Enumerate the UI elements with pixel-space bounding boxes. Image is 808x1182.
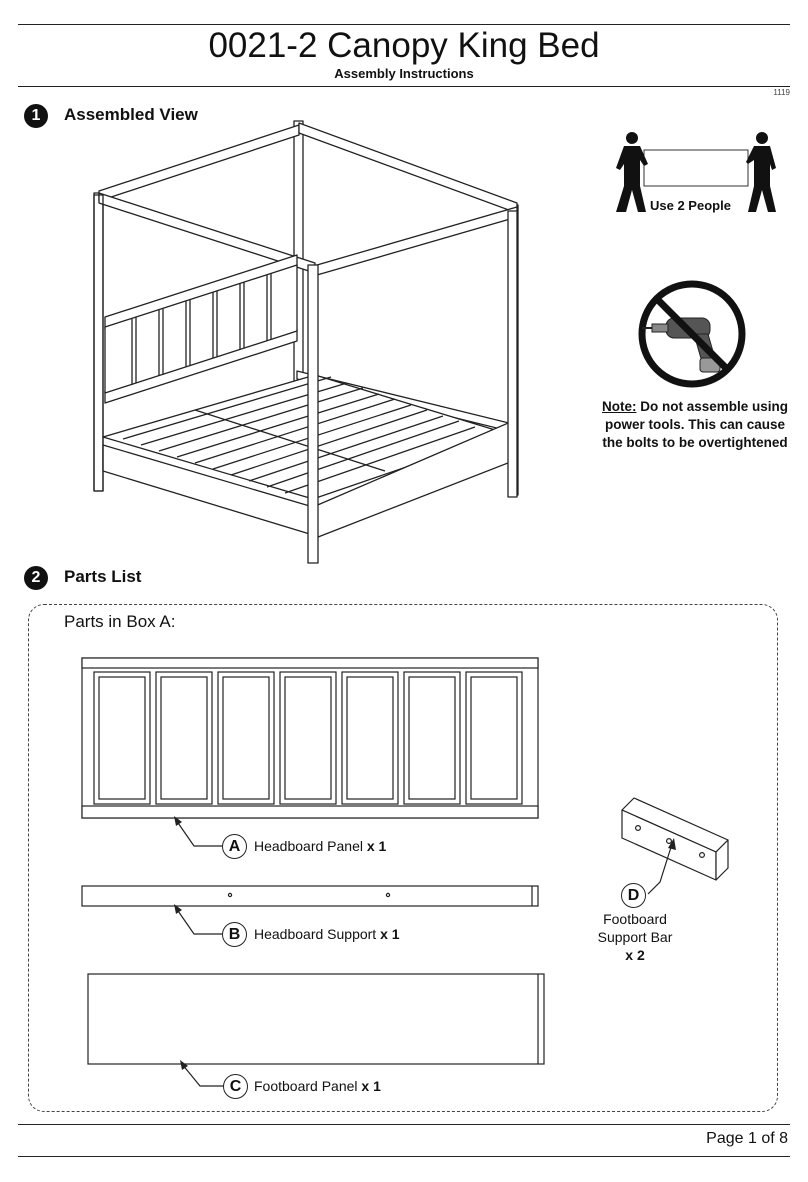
- note-text: Do not assemble using power tools. This …: [602, 399, 789, 450]
- part-c-name: Footboard Panel: [254, 1078, 358, 1094]
- step-1-title: Assembled View: [64, 105, 198, 124]
- part-d-letter: D: [621, 883, 646, 908]
- parts-box-label: Parts in Box A:: [64, 612, 176, 631]
- footer-bottom-rule: [18, 1156, 790, 1157]
- power-tools-note: Note: Do not assemble using power tools.…: [600, 398, 790, 452]
- top-rule: [18, 24, 790, 25]
- no-power-tools-icon: [638, 280, 746, 388]
- part-b-caption: Headboard Support x 1: [254, 926, 400, 942]
- part-a-leader-arrow: [174, 816, 222, 847]
- part-d-qty: x 2: [625, 947, 645, 963]
- document-code: 1119: [773, 88, 790, 97]
- part-c-caption: Footboard Panel x 1: [254, 1078, 381, 1094]
- part-b-headboard-support-drawing: [81, 885, 539, 907]
- part-d-footboard-support-bar-drawing: [621, 797, 729, 881]
- part-c-leader-arrow: [180, 1060, 224, 1087]
- part-a-letter: A: [222, 834, 247, 859]
- part-b-name: Headboard Support: [254, 926, 377, 942]
- part-b-qty: x 1: [380, 926, 400, 942]
- assembled-bed-illustration: [93, 120, 519, 564]
- two-people-icon: [616, 132, 776, 212]
- part-a-caption: Headboard Panel x 1: [254, 838, 386, 854]
- step-2-title: Parts List: [64, 567, 142, 586]
- page-number: Page 1 of 8: [706, 1130, 788, 1147]
- part-a-qty: x 1: [366, 838, 387, 854]
- use-two-people-label: Use 2 People: [650, 198, 731, 213]
- part-c-letter: C: [223, 1074, 248, 1099]
- page-title: 0021-2 Canopy King Bed: [208, 26, 600, 65]
- part-d-name-line2: Support Bar: [597, 929, 673, 945]
- part-d-caption: Footboard Support Bar x 2: [585, 910, 685, 964]
- footer-top-rule: [18, 1124, 790, 1125]
- part-b-letter: B: [222, 922, 247, 947]
- part-a-headboard-panel-drawing: [81, 657, 539, 819]
- part-c-footboard-panel-drawing: [87, 973, 545, 1065]
- part-d-leader-arrow: [647, 838, 676, 895]
- part-a-name: Headboard Panel: [254, 838, 363, 854]
- page-subtitle: Assembly Instructions: [334, 66, 474, 81]
- step-2-number: 2: [24, 566, 48, 590]
- part-b-leader-arrow: [174, 904, 222, 935]
- step-1-number: 1: [24, 104, 48, 128]
- part-c-qty: x 1: [361, 1078, 381, 1094]
- header-rule: [18, 86, 790, 87]
- part-d-name-line1: Footboard: [603, 911, 667, 927]
- parts-box: [28, 604, 778, 1112]
- note-prefix: Note:: [601, 399, 637, 414]
